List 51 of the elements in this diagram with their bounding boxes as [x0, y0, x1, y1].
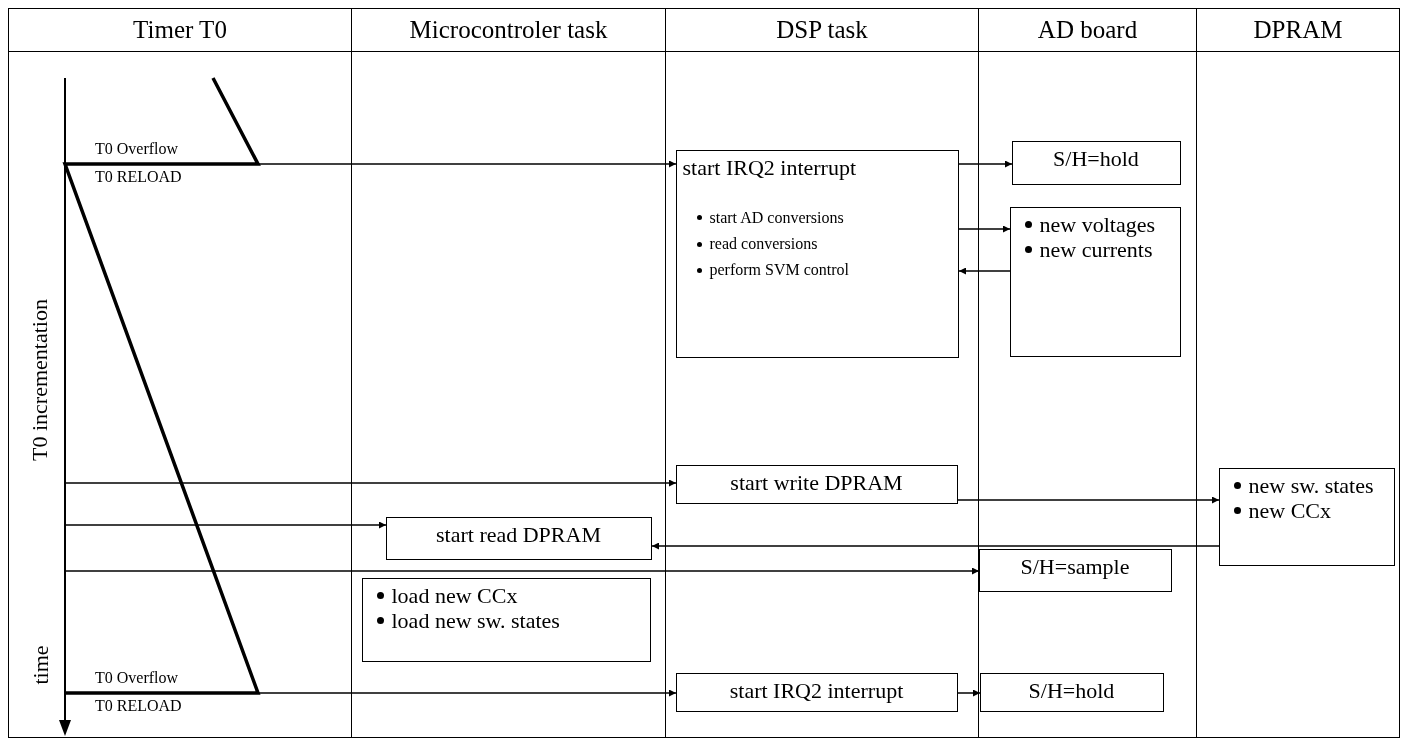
timer-label: T0 RELOAD	[95, 697, 182, 715]
swimlane	[1196, 8, 1400, 738]
box-text: S/H=sample	[1019, 553, 1131, 580]
arrow	[651, 542, 1220, 550]
list-text: load new CCx	[391, 582, 518, 608]
box-text: start IRQ2 interrupt	[682, 154, 858, 181]
timer-label: T0 Overflow	[95, 140, 179, 158]
list-text: new voltages	[1039, 211, 1155, 237]
swimlane	[978, 8, 1197, 738]
list-text: start AD conversions	[709, 207, 844, 228]
process-box	[361, 577, 651, 662]
process-box	[1009, 206, 1181, 357]
arrow	[958, 225, 1011, 233]
timer-label: T0 Overflow	[95, 669, 179, 687]
swimlane	[351, 8, 666, 738]
process-box	[675, 464, 958, 504]
box-text: S/H=hold	[1052, 145, 1140, 172]
lane-header: Timer T0	[9, 9, 351, 52]
box-text: start IRQ2 interrupt	[728, 677, 905, 704]
list-text: new sw. states	[1248, 472, 1374, 498]
swimlane	[665, 8, 979, 738]
process-box	[1011, 140, 1181, 185]
arrow	[64, 521, 387, 529]
lane-header: Microcontroler task	[352, 9, 665, 52]
process-box	[385, 516, 652, 560]
axis-label: time	[27, 645, 54, 685]
box-text: start write DPRAM	[729, 469, 904, 496]
arrow	[64, 479, 677, 487]
box-text: S/H=hold	[1027, 677, 1116, 704]
lane-header: DSP task	[666, 9, 978, 52]
swimlane	[8, 8, 352, 738]
arrow	[957, 496, 1220, 504]
process-box	[979, 672, 1164, 712]
arrow	[957, 689, 981, 697]
list-text: load new sw. states	[391, 607, 560, 634]
list-text: read conversions	[709, 233, 818, 254]
arrow	[958, 267, 1011, 275]
lane-header: AD board	[979, 9, 1196, 52]
process-box	[675, 672, 958, 712]
list-text: new currents	[1039, 236, 1153, 263]
arrow	[958, 160, 1013, 168]
lane-header: DPRAM	[1197, 9, 1399, 52]
list-text: perform SVM control	[709, 260, 850, 281]
process-box	[675, 149, 959, 358]
process-box	[978, 548, 1172, 592]
box-text: start read DPRAM	[435, 521, 602, 548]
arrow	[64, 567, 980, 575]
timer-label: T0 RELOAD	[95, 168, 182, 186]
process-box	[1218, 467, 1395, 566]
list-text: new CCx	[1248, 497, 1331, 524]
axis-label: T0 incrementation	[26, 299, 53, 461]
